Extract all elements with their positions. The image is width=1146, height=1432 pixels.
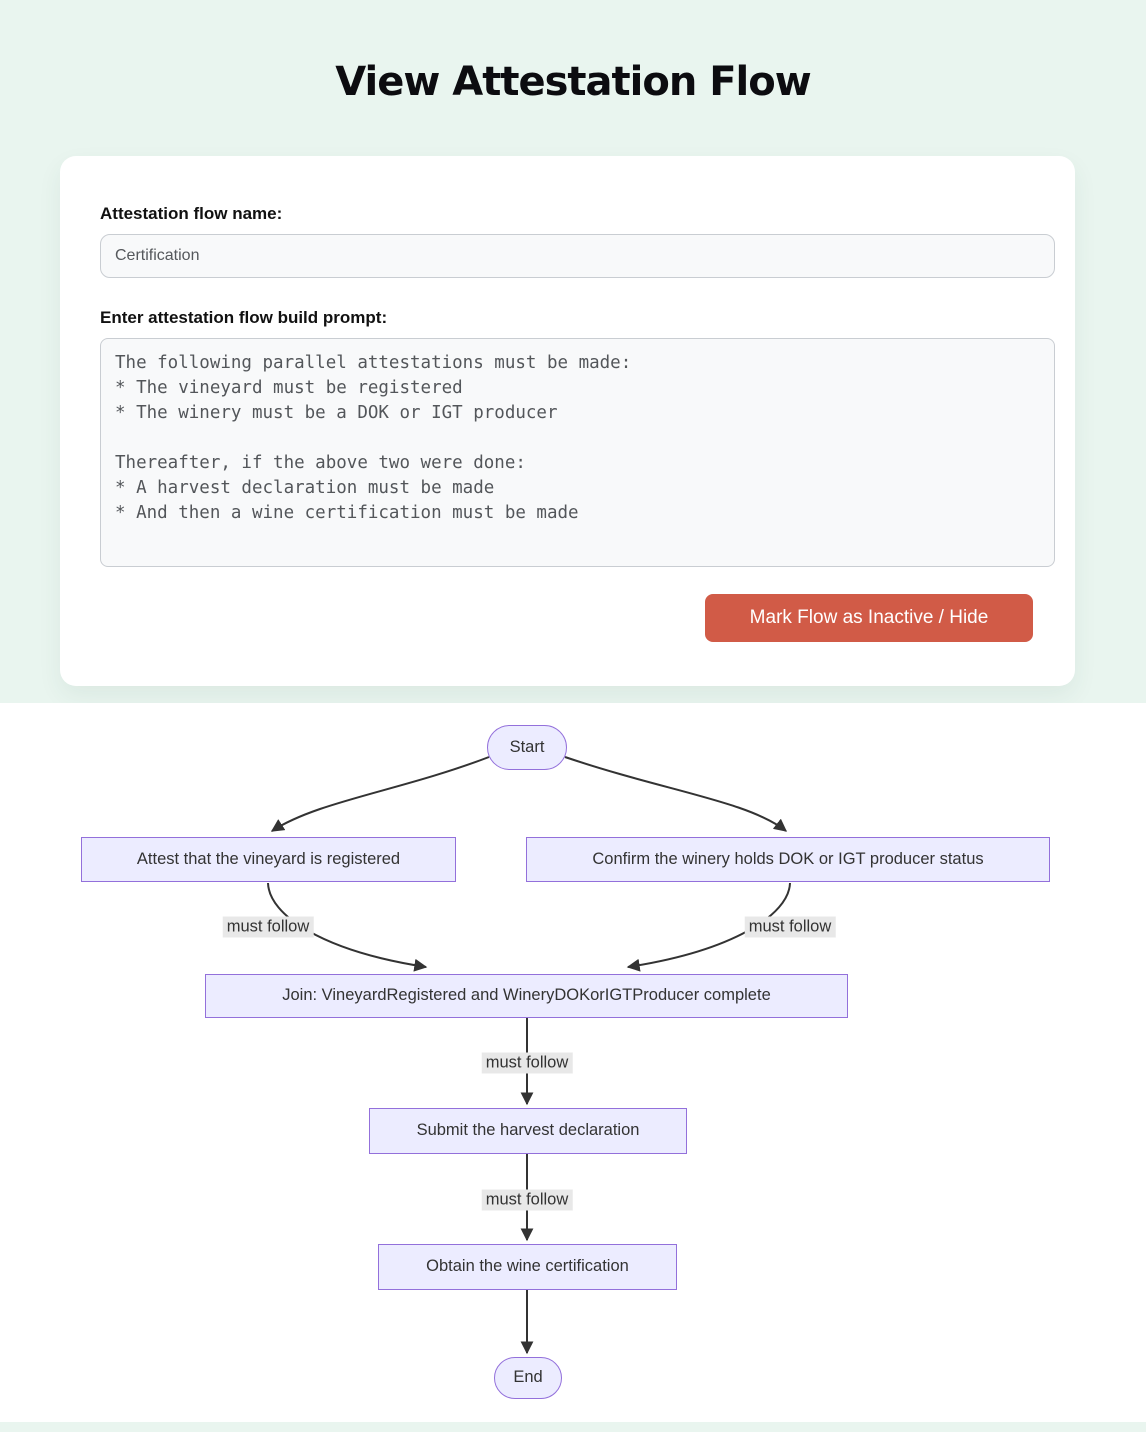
node-start: Start <box>487 725 567 770</box>
edge-label-winery-join: must follow <box>744 916 836 938</box>
page-title: View Attestation Flow <box>335 59 811 105</box>
edge-start-to-winery <box>564 756 788 832</box>
edge-start-to-vineyard <box>270 756 490 832</box>
node-wine-certification: Obtain the wine certification <box>378 1244 677 1290</box>
build-prompt-textarea[interactable]: The following parallel attestations must… <box>100 338 1055 567</box>
build-prompt-label: Enter attestation flow build prompt: <box>100 308 388 327</box>
flow-name-label: Attestation flow name: <box>100 204 283 223</box>
node-vineyard-registered: Attest that the vineyard is registered <box>81 837 456 882</box>
edge-label-join-harvest: must follow <box>481 1052 573 1074</box>
flow-diagram: Start Attest that the vineyard is regist… <box>0 703 1146 1422</box>
edge-label-vineyard-join: must follow <box>222 916 314 938</box>
node-join-complete: Join: VineyardRegistered and WineryDOKor… <box>205 974 848 1018</box>
edge-label-harvest-certification: must follow <box>481 1189 573 1211</box>
node-end: End <box>494 1357 562 1399</box>
mark-inactive-button[interactable]: Mark Flow as Inactive / Hide <box>705 594 1033 642</box>
flow-edges <box>267 756 791 1355</box>
flow-name-input[interactable] <box>100 234 1055 278</box>
node-harvest-declaration: Submit the harvest declaration <box>369 1108 687 1154</box>
node-winery-producer-status: Confirm the winery holds DOK or IGT prod… <box>526 837 1050 882</box>
attestation-card: Attestation flow name: Enter attestation… <box>60 156 1075 686</box>
